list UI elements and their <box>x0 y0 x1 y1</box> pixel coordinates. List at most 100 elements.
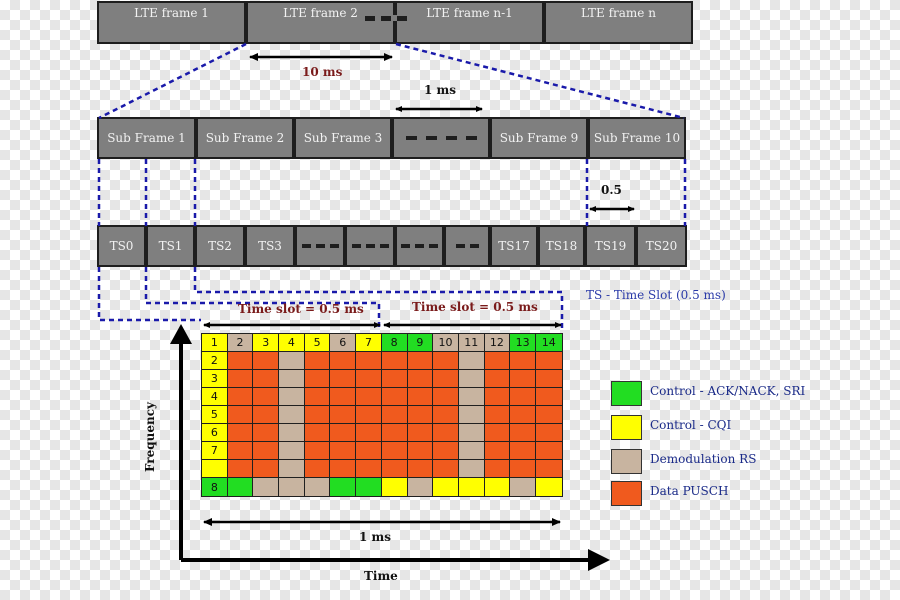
lte-frame-n-label: LTE frame n <box>581 6 656 20</box>
grid-cell: 10 <box>433 334 459 352</box>
grid-cell <box>458 388 485 406</box>
lte-frame-n-1-label: LTE frame n-1 <box>426 6 513 20</box>
grid-cell <box>458 442 485 460</box>
grid-cell <box>330 406 357 424</box>
grid-cell <box>304 388 331 406</box>
sub-frame-1: Sub Frame 1 <box>97 117 196 159</box>
grid-cell <box>433 460 459 478</box>
grid-cell <box>484 370 511 388</box>
ts-ellipsis-3 <box>395 225 444 267</box>
ts-1-label: TS1 <box>158 239 183 253</box>
grid-cell <box>253 442 280 460</box>
ts-ellipsis-4 <box>444 225 490 267</box>
grid-cell <box>458 478 485 496</box>
grid-cell: 11 <box>458 334 485 352</box>
ts-3: TS3 <box>245 225 295 267</box>
grid-cell <box>304 460 331 478</box>
grid-cell <box>356 442 382 460</box>
grid-cell <box>330 460 357 478</box>
grid-cell <box>458 460 485 478</box>
lte-frame-n-1: LTE frame n-1 <box>395 1 544 44</box>
grid-cell <box>535 406 562 424</box>
grid-cell <box>433 370 459 388</box>
grid-cell <box>330 388 357 406</box>
grid-cell <box>253 460 280 478</box>
grid-cell <box>381 478 408 496</box>
ts-1: TS1 <box>146 225 195 267</box>
grid-cell: 8 <box>381 334 408 352</box>
grid-cell <box>227 388 254 406</box>
grid-cell <box>279 460 305 478</box>
ts-0: TS0 <box>97 225 146 267</box>
grid-cell <box>407 388 434 406</box>
grid-cell <box>304 424 331 442</box>
ts-17: TS17 <box>490 225 538 267</box>
ts-3-label: TS3 <box>258 239 282 253</box>
grid-cell: 2 <box>227 334 254 352</box>
grid-cell <box>407 478 434 496</box>
legend-swatch-yellow <box>611 414 642 440</box>
grid-cell <box>279 406 305 424</box>
grid-cell <box>227 460 254 478</box>
subframe-duration-label: 1 ms <box>424 83 456 97</box>
grid-cell <box>433 406 459 424</box>
grid-cell <box>356 388 382 406</box>
lte-frame-1-label: LTE frame 1 <box>134 6 209 20</box>
grid-cell <box>535 478 562 496</box>
grid-cell <box>227 406 254 424</box>
grid-cell <box>279 388 305 406</box>
grid-cell <box>279 442 305 460</box>
grid-cell: 3 <box>253 334 280 352</box>
grid-cell <box>484 460 511 478</box>
slot-duration-label: 0.5 <box>601 183 622 197</box>
grid-cell <box>356 370 382 388</box>
grid-cell <box>535 424 562 442</box>
grid-cell <box>253 478 280 496</box>
grid-cell <box>227 424 254 442</box>
ts-18-label: TS18 <box>545 239 578 253</box>
legend-label-pusch: Data PUSCH <box>650 484 729 498</box>
grid-cell <box>407 424 434 442</box>
grid-cell <box>510 442 536 460</box>
grid-cell <box>484 406 511 424</box>
grid-cell: 3 <box>202 370 228 388</box>
sub-frame-3-label: Sub Frame 3 <box>303 131 383 145</box>
grid-cell <box>510 478 536 496</box>
lte-frame-2: LTE frame 2 <box>246 1 395 44</box>
grid-cell <box>279 424 305 442</box>
grid-cell <box>253 352 280 370</box>
grid-cell <box>304 352 331 370</box>
sub-frame-3: Sub Frame 3 <box>294 117 392 159</box>
legend-label-ack-nack: Control - ACK/NACK, SRI <box>650 384 806 398</box>
grid-cell: 13 <box>510 334 536 352</box>
grid-cell <box>330 478 357 496</box>
grid-cell <box>433 442 459 460</box>
sub-frame-2: Sub Frame 2 <box>196 117 294 159</box>
ts-18: TS18 <box>538 225 585 267</box>
grid-cell: 8 <box>202 478 228 496</box>
grid-cell <box>510 352 536 370</box>
grid-cell <box>330 370 357 388</box>
grid-cell <box>356 460 382 478</box>
legend-label-demod-rs: Demodulation RS <box>650 452 757 466</box>
grid-cell <box>253 406 280 424</box>
grid-cell <box>279 478 305 496</box>
grid-cell <box>330 424 357 442</box>
grid-cell: 14 <box>535 334 562 352</box>
legend-swatch-tan <box>611 448 642 474</box>
grid-cell: 7 <box>356 334 382 352</box>
grid-cell <box>356 424 382 442</box>
sub-frame-2-label: Sub Frame 2 <box>205 131 285 145</box>
grid-cell <box>381 424 408 442</box>
lte-frame-n: LTE frame n <box>544 1 693 44</box>
grid-cell: 7 <box>202 442 228 460</box>
grid-cell <box>381 388 408 406</box>
grid-cell <box>279 370 305 388</box>
grid-cell <box>535 388 562 406</box>
sub-frame-10-label: Sub Frame 10 <box>593 131 681 145</box>
grid-cell: 2 <box>202 352 228 370</box>
legend-ack-nack: Control - ACK/NACK, SRI <box>611 380 805 406</box>
ts-2-label: TS2 <box>208 239 232 253</box>
grid-cell <box>202 460 228 478</box>
